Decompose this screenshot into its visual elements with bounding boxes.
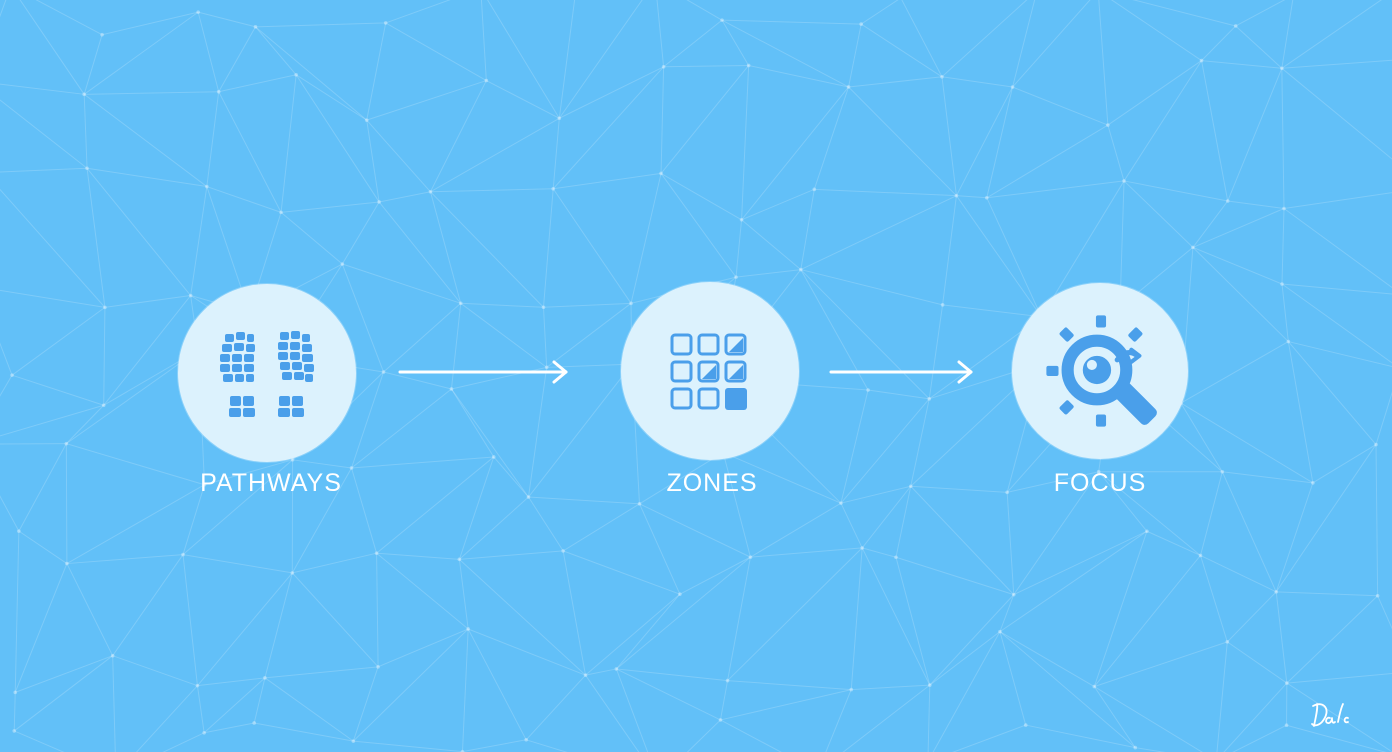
signature-logo: [1311, 703, 1349, 727]
step-focus-circle: [1012, 283, 1188, 459]
step-zones-circle: [621, 282, 799, 460]
arrow-right-icon: [398, 360, 568, 384]
step-label-focus: FOCUS: [1053, 469, 1147, 497]
step-pathways-circle: [178, 284, 356, 462]
arrow-right-icon: [829, 360, 973, 384]
magnifier-sun-icon: [1046, 315, 1157, 427]
footprints-icon: [220, 331, 314, 417]
step-label-pathways: PATHWAYS: [200, 469, 342, 497]
grid-icon: [670, 333, 747, 410]
step-label-zones: ZONES: [666, 469, 758, 497]
